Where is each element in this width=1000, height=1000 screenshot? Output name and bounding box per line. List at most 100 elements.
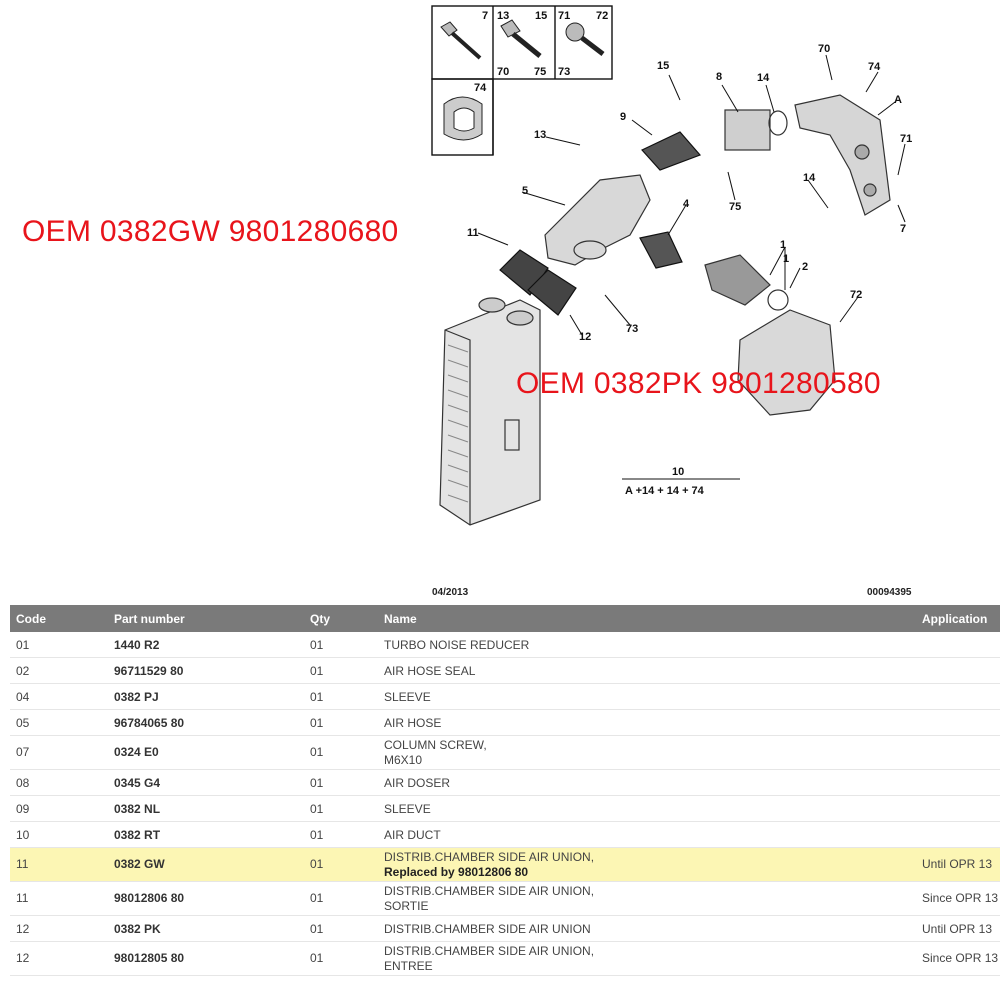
cell-qty: 01 [304,632,378,658]
callout: 73 [626,323,638,335]
cell-code: 01 [10,632,108,658]
callout: 2 [802,261,808,273]
callout: 7 [900,223,906,235]
kit-labels: 7 13 15 71 72 70 75 73 74 [474,10,608,94]
cell-part-number: 0324 E0 [108,735,304,770]
cell-qty: 01 [304,847,378,882]
cell-code: 05 [10,709,108,736]
part-name: DISTRIB.CHAMBER SIDE AIR UNION, [384,849,595,864]
cell-application: Since OPR 13 [916,941,1000,976]
col-header-part-number[interactable]: Part number [108,605,304,632]
cell-code: 12 [10,915,108,942]
part-name: COLUMN SCREW, [384,737,487,752]
screw-icons [440,19,605,141]
col-header-name[interactable]: Name [378,605,916,632]
callout: 15 [657,60,669,72]
cell-part-number: 0382 NL [108,795,304,822]
cell-part-number: 1440 R2 [108,632,304,658]
kit-formula: A +14 + 14 + 74 [622,478,740,497]
col-header-application[interactable]: Application [916,605,1000,632]
callout: 8 [716,71,722,83]
kit-label: 7 [482,10,488,22]
cell-qty: 01 [304,795,378,822]
cell-application: Since OPR 13 [916,881,1000,916]
part-name: DISTRIB.CHAMBER SIDE AIR UNION [384,921,591,936]
cell-name: AIR HOSE SEAL [378,657,916,684]
cell-part-number: 0382 RT [108,821,304,848]
callout: 14 [803,172,816,184]
part-name: AIR DUCT [384,827,441,842]
kit-formula-text: A +14 + 14 + 74 [625,485,705,497]
cell-qty: 01 [304,821,378,848]
leader-lines [477,54,906,336]
kit-label: 70 [497,66,509,78]
cell-qty: 01 [304,657,378,684]
cell-application [916,735,1000,770]
cell-name: DISTRIB.CHAMBER SIDE AIR UNION,ENTREE [378,941,916,976]
table-header-row: Code Part number Qty Name Application [10,605,1000,632]
callout-labels: 1 1 2 4 5 7 8 9 10 11 12 13 14 14 15 70 … [467,43,912,478]
diagram-ref: 00094395 [867,587,912,598]
cell-application [916,795,1000,822]
air-doser-drawing [724,109,788,151]
cell-name: DISTRIB.CHAMBER SIDE AIR UNION [378,915,916,942]
part-name-detail: M6X10 [384,752,423,767]
cell-name: TURBO NOISE REDUCER [378,632,916,658]
callout: 70 [818,43,830,55]
cell-qty: 01 [304,709,378,736]
callout: 11 [467,227,479,239]
cell-application: Until OPR 13 [916,847,1000,882]
callout: 4 [683,198,690,210]
cell-name: DISTRIB.CHAMBER SIDE AIR UNION,SORTIE [378,881,916,916]
cell-application [916,769,1000,796]
cell-code: 11 [10,847,108,882]
cell-part-number: 98012806 80 [108,881,304,916]
exploded-parts-diagram: 7 13 15 71 72 70 75 73 74 [22,5,912,598]
part-name: SLEEVE [384,689,431,704]
kit-label: 72 [596,10,608,22]
cell-name: SLEEVE [378,683,916,710]
callout: 72 [850,289,862,301]
cell-part-number: 0382 PJ [108,683,304,710]
callout: 9 [620,111,626,123]
cell-application [916,683,1000,710]
kit-label: 15 [535,10,547,22]
callout: 14 [757,72,770,84]
cell-qty: 01 [304,915,378,942]
air-union-drawing [544,174,651,266]
cell-qty: 01 [304,683,378,710]
part-name: AIR HOSE SEAL [384,663,476,678]
col-header-code[interactable]: Code [10,605,108,632]
col-header-qty[interactable]: Qty [304,605,378,632]
part-name-detail: SORTIE [384,898,429,913]
cell-application [916,657,1000,684]
callout: 1 [780,239,786,251]
fastener-kit-box [431,5,613,156]
cell-part-number: 0345 G4 [108,769,304,796]
callout: 74 [868,61,881,73]
cell-part-number: 0382 PK [108,915,304,942]
cell-name: COLUMN SCREW,M6X10 [378,735,916,770]
cell-part-number: 96784065 80 [108,709,304,736]
callout: 5 [522,185,528,197]
kit-label: 73 [558,66,570,78]
part-name-detail: Replaced by 98012806 80 [384,864,529,879]
intercooler-drawing [439,297,541,526]
part-name: TURBO NOISE REDUCER [384,637,530,652]
kit-number: 10 [672,466,684,478]
turbo-drawing [704,254,836,416]
diagram-date: 04/2013 [432,587,469,598]
callout: 75 [729,201,741,213]
